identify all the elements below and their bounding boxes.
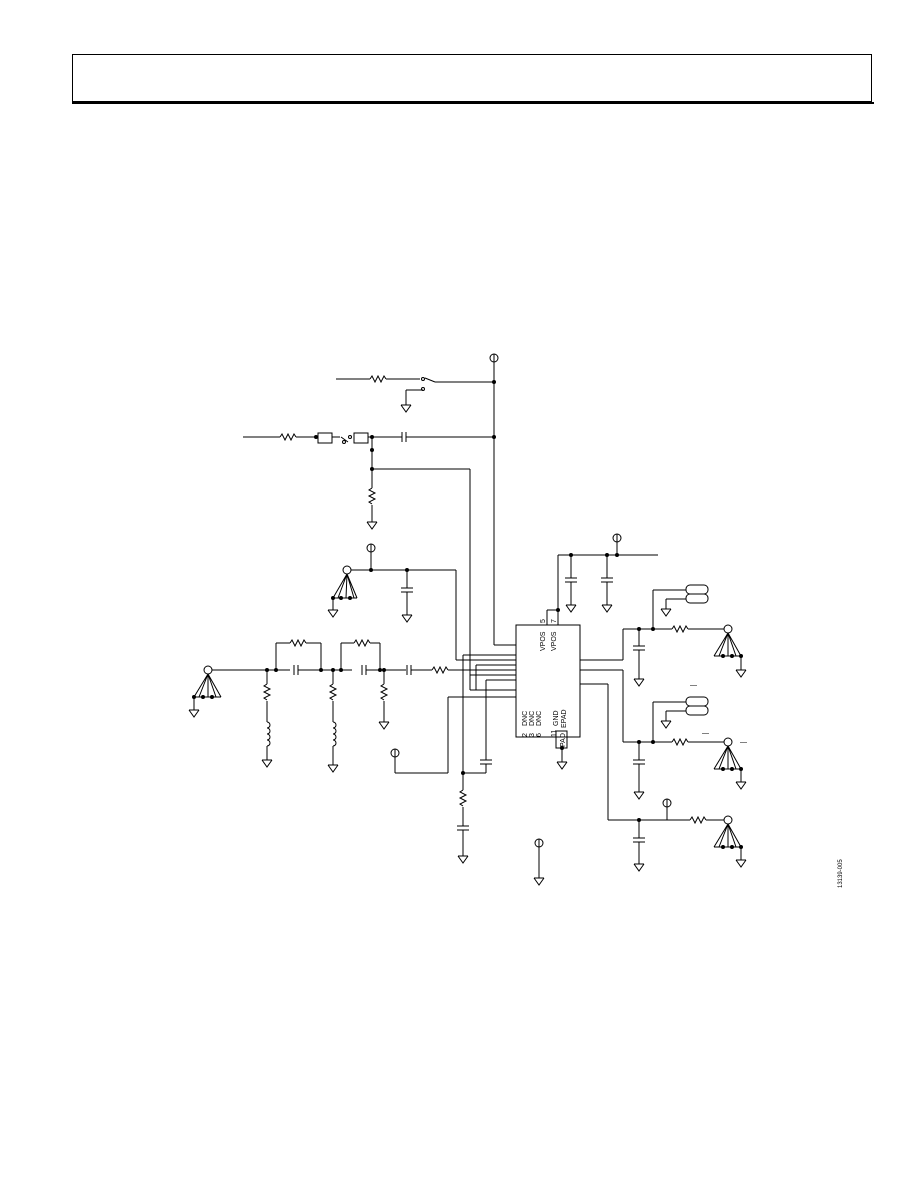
output-network-1 <box>580 584 747 687</box>
ic-pin-11-label: GND <box>553 710 560 726</box>
ic-pin-6-number: 6 <box>536 733 543 737</box>
ic-pin-2-label: DNC <box>522 711 529 726</box>
left-supply-network <box>327 543 516 661</box>
vpos-supply-network <box>547 533 658 613</box>
header-rule <box>72 102 874 104</box>
ic-pin-7-number: 7 <box>551 619 558 623</box>
output-network-2 <box>580 669 747 800</box>
ic-pin-11-number: 11 <box>551 730 558 737</box>
switch-input-network <box>336 353 499 413</box>
ic-pin-7-label: VPOS <box>551 631 558 651</box>
ic-pin-2-number: 2 <box>522 733 529 737</box>
ic-top-pin-labels: 5 7 VPOS VPOS <box>540 619 558 651</box>
junction-dots <box>192 380 743 849</box>
output-mark-2: — <box>702 730 709 737</box>
header-box <box>72 54 872 102</box>
lower-left-network <box>390 654 516 864</box>
enable-input-network <box>243 431 494 670</box>
output-mark-3: — <box>740 739 747 746</box>
ic-bottom-pin-labels: DNC DNC DNC GND EPAD 2 3 6 11 PAD <box>522 709 568 747</box>
output-mark-1: — <box>690 682 697 689</box>
ic-pin-3-number: 3 <box>529 733 536 737</box>
output-network-3 <box>580 683 747 872</box>
rf-input-network <box>188 639 516 773</box>
figure-id: 13139-005 <box>838 859 844 888</box>
isolated-test-point <box>533 838 545 886</box>
ic-pin-5-label: VPOS <box>540 631 547 651</box>
ic-epad-label: EPAD <box>561 709 568 728</box>
ic-pin-5-number: 5 <box>540 619 547 623</box>
ic-pin-6-label: DNC <box>536 711 543 726</box>
ic-pin-3-label: DNC <box>529 711 536 726</box>
ic-body <box>515 624 581 738</box>
ic-pad-label: PAD <box>560 733 567 747</box>
